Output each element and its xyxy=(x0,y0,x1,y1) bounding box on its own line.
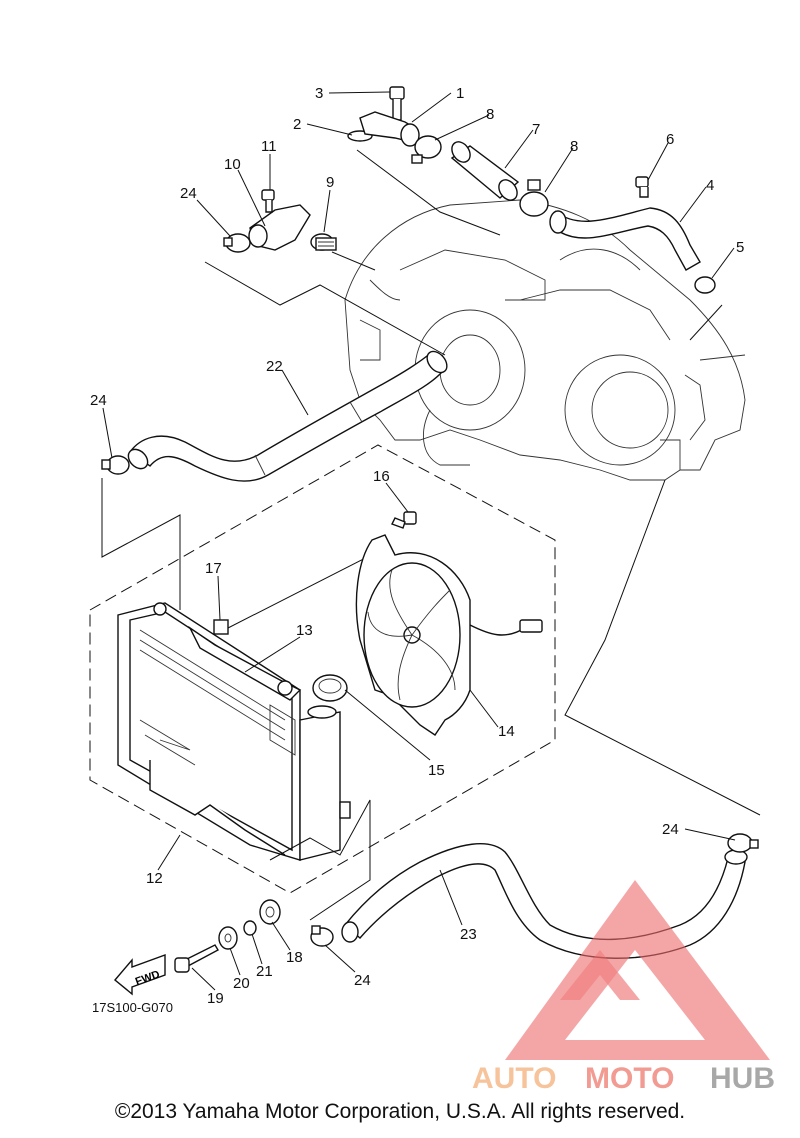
callout-20: 20 xyxy=(233,975,250,992)
callout-15: 15 xyxy=(428,762,445,779)
thermostat-9 xyxy=(310,233,337,251)
radiator-12 xyxy=(117,602,351,861)
callout-21: 21 xyxy=(256,963,273,980)
callout-7: 7 xyxy=(532,121,540,138)
bolt-6 xyxy=(635,176,649,198)
callout-23: 23 xyxy=(460,926,477,943)
clamp-8a xyxy=(411,135,442,164)
callout-10: 10 xyxy=(224,156,241,173)
callout-12: 12 xyxy=(146,870,163,887)
callout-24a: 24 xyxy=(180,185,197,202)
clip-17 xyxy=(213,619,229,635)
callout-16: 16 xyxy=(373,468,390,485)
watermark-auto: AUTO xyxy=(472,1062,556,1095)
grommet-18 xyxy=(259,899,281,925)
thermostat-cover-10 xyxy=(248,204,311,251)
callout-18: 18 xyxy=(286,949,303,966)
callout-24d: 24 xyxy=(354,972,371,989)
callout-3: 3 xyxy=(315,85,323,102)
o-ring-5 xyxy=(694,276,716,294)
bracket-13 xyxy=(153,602,302,701)
callout-24c: 24 xyxy=(662,821,679,838)
watermark-hub: HUB xyxy=(710,1062,775,1095)
callout-17: 17 xyxy=(205,560,222,577)
bolt-19 xyxy=(174,944,219,973)
drawing-code: 17S100-G070 xyxy=(92,1000,173,1015)
radiator-cap-15 xyxy=(312,674,348,702)
clamp-24b xyxy=(101,455,130,475)
fan-14 xyxy=(355,534,543,736)
clamp-24d xyxy=(310,925,334,947)
clamp-24a xyxy=(223,233,251,253)
washer-20 xyxy=(218,926,238,950)
hose-23 xyxy=(341,843,748,959)
automotohub-watermark: AUTO MOTO HUB xyxy=(472,880,775,1095)
clamp-24c xyxy=(727,833,759,853)
bolt-3 xyxy=(389,86,405,121)
callout-22: 22 xyxy=(266,358,283,375)
callout-19: 19 xyxy=(207,990,224,1007)
fwd-arrow-icon: FWD xyxy=(114,954,166,996)
top-parts xyxy=(204,86,723,356)
clamp-8b xyxy=(519,179,549,217)
outlet-fitting-1 xyxy=(359,111,420,147)
bolt-16 xyxy=(391,511,417,529)
callout-6: 6 xyxy=(666,131,674,148)
callout-14: 14 xyxy=(498,723,515,740)
callout-13: 13 xyxy=(296,622,313,639)
bolt-11 xyxy=(261,189,275,213)
watermark-moto: MOTO xyxy=(585,1062,674,1095)
watermark-triangle-icon xyxy=(505,880,770,1060)
assembly-boundary xyxy=(89,444,556,894)
callout-5: 5 xyxy=(736,239,744,256)
callout-11: 11 xyxy=(261,138,277,155)
hose-7 xyxy=(450,141,520,201)
callout-4: 4 xyxy=(706,177,714,194)
callout-1: 1 xyxy=(456,85,464,102)
collar-21 xyxy=(243,920,257,936)
callouts: 1 2 3 4 5 6 7 8 8 9 10 11 12 13 14 15 16… xyxy=(90,85,744,1007)
callout-9: 9 xyxy=(326,174,334,191)
hose-22 xyxy=(127,350,448,482)
callout-leaders xyxy=(102,91,736,991)
callout-8a: 8 xyxy=(486,106,494,123)
copyright-notice: ©2013 Yamaha Motor Corporation, U.S.A. A… xyxy=(114,1100,686,1123)
callout-8b: 8 xyxy=(570,138,578,155)
pipe-4 xyxy=(549,207,701,271)
callout-24b: 24 xyxy=(90,392,107,409)
callout-2: 2 xyxy=(293,116,301,133)
